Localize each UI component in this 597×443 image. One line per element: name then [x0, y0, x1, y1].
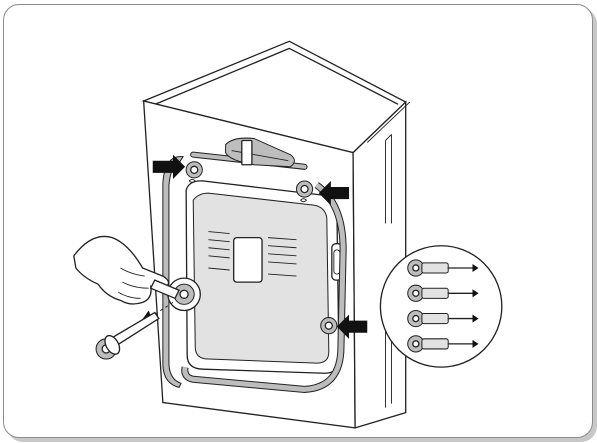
back-panel — [186, 181, 342, 373]
transit-bolt-bottom-right — [321, 318, 337, 334]
illustration-canvas — [4, 5, 593, 438]
bolt-inset — [380, 246, 501, 367]
illustration-frame — [3, 4, 593, 438]
